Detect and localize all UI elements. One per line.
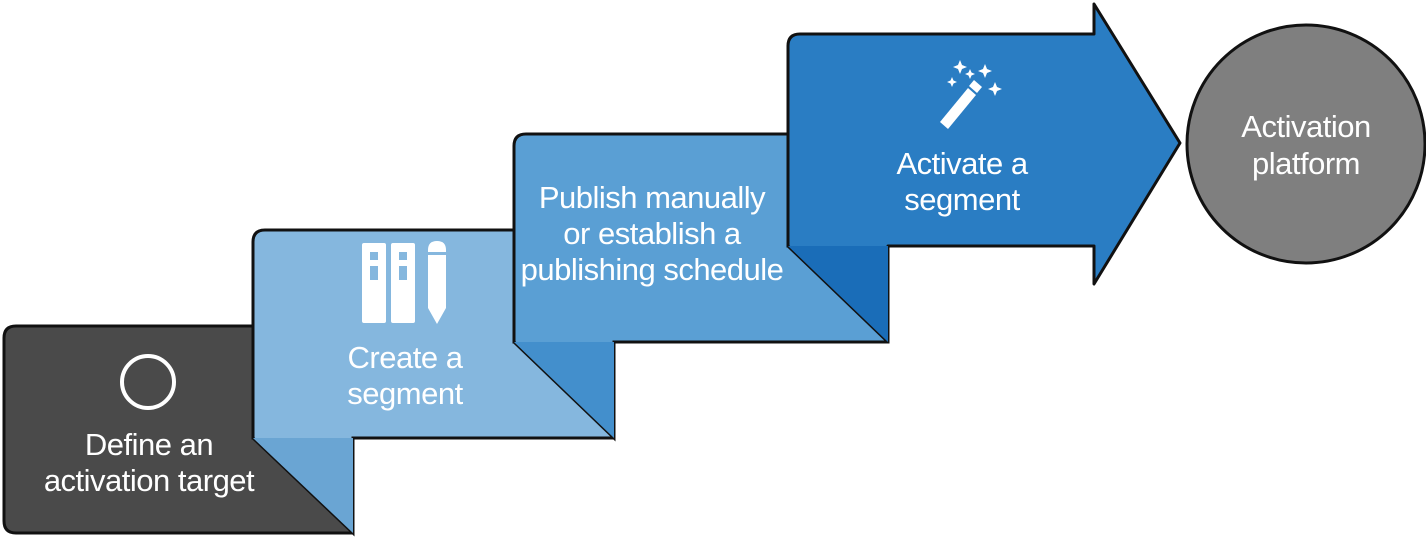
step-define-target-label: Define an activation target: [43, 427, 255, 498]
magic-wand-icon: [940, 60, 1002, 129]
circle-icon: [120, 354, 176, 410]
binders-and-pencil-icon: [362, 241, 446, 324]
step-activate-arrow: [786, 2, 1182, 344]
step-publish: [512, 132, 890, 442]
step-activate-label: Activate a segment: [896, 146, 1028, 217]
activation-platform-node: [1185, 23, 1426, 265]
step-create-segment-label: Create a segment: [347, 340, 463, 411]
step-create-segment: [251, 228, 616, 537]
step-publish-label: Publish manually or establish a publishi…: [520, 180, 784, 287]
activation-platform-label: Activation platform: [1241, 109, 1371, 181]
